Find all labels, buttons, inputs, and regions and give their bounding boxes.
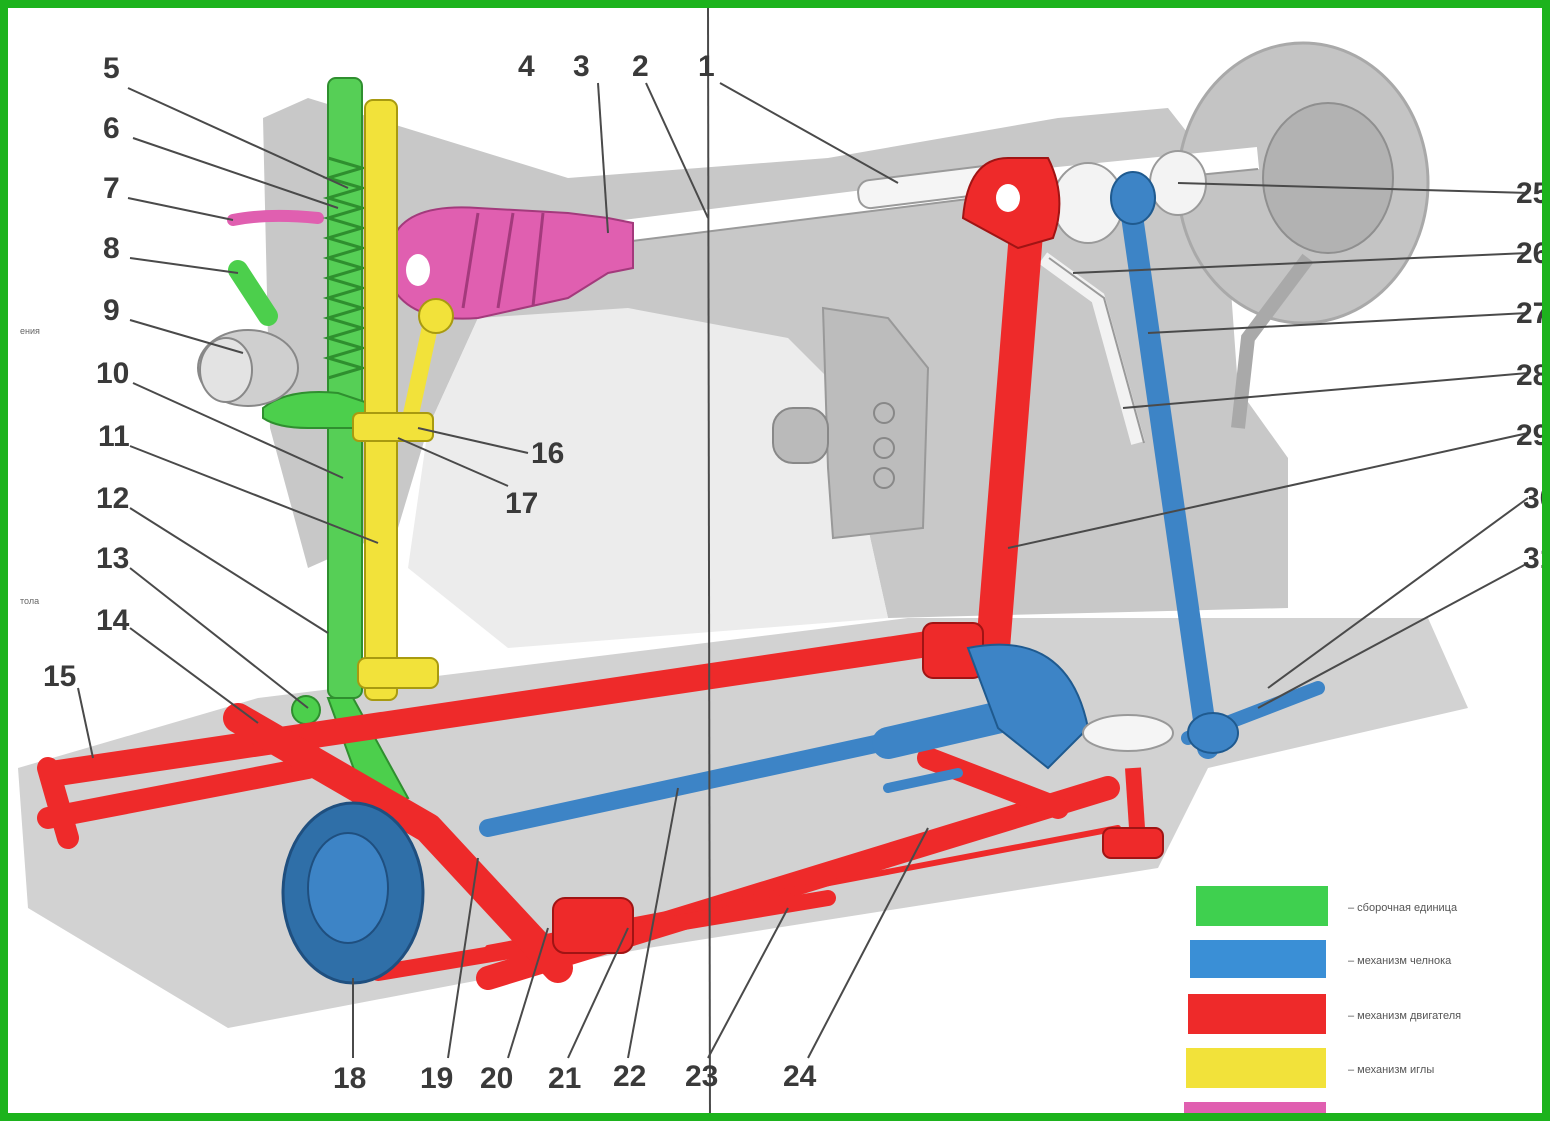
- part-number: 26: [1516, 237, 1549, 270]
- presser-spring: [322, 156, 368, 380]
- leader-lines: [77, 8, 1529, 1113]
- part-number: 14: [96, 604, 130, 637]
- part-number: 19: [420, 1062, 453, 1095]
- needle-bar: [364, 99, 398, 701]
- part-number: 6: [103, 112, 120, 145]
- plate-hole: [873, 437, 895, 459]
- part-number: 15: [43, 660, 76, 693]
- part-number: 13: [96, 542, 129, 575]
- cam-rib: [461, 212, 480, 309]
- color-legend: – сборочная единица – механизм челнока –…: [1184, 886, 1507, 1121]
- plate-hole: [873, 467, 895, 489]
- part-number: 31: [1523, 542, 1550, 575]
- legend-swatch: [1188, 994, 1326, 1034]
- part-number: 27: [1516, 297, 1549, 330]
- legend-swatch: [1184, 1102, 1326, 1113]
- cam-rib: [496, 212, 515, 309]
- part-number: 2: [632, 50, 649, 83]
- red-clamp-block: [552, 897, 634, 954]
- part-number: 21: [548, 1062, 581, 1095]
- bobbin-winder: [1082, 714, 1174, 752]
- part-number: 12: [96, 482, 129, 515]
- red-long-shaft-upper: [45, 625, 981, 786]
- blue-vertical-rod: [1117, 177, 1219, 759]
- part-number: 10: [96, 357, 129, 390]
- part-numbers: 1 2 3 4 5 6 7 8 9 10 11 12 13 14 15 16 1…: [43, 50, 1550, 1095]
- part-number: 4: [518, 50, 535, 83]
- part-number: 8: [103, 232, 120, 265]
- legend-label: – механизм двигателя: [1348, 1010, 1461, 1022]
- part-number: 30: [1523, 482, 1550, 515]
- legend-label: – механизм нитепритягивателя: [1348, 1111, 1507, 1121]
- legend-swatch: [1196, 886, 1328, 926]
- cam-hole: [406, 254, 430, 286]
- take-up-lever-7: [227, 209, 324, 226]
- handwheel-hub: [1262, 102, 1394, 254]
- red-fork-eye: [996, 184, 1020, 212]
- feed-lever-outline: [1048, 257, 1145, 444]
- needle-holder: [357, 657, 439, 689]
- needle-clamp: [352, 412, 434, 442]
- part-number: 1: [698, 50, 715, 83]
- cam-rib: [531, 212, 545, 307]
- part-number: 17: [505, 487, 538, 520]
- part-number: 16: [531, 437, 564, 470]
- part-number: 28: [1516, 359, 1549, 392]
- part-number: 5: [103, 52, 120, 85]
- arm-opening: [408, 308, 888, 648]
- legend-label: – механизм челнока: [1348, 955, 1452, 967]
- plate-hole: [873, 402, 895, 424]
- part-number: 20: [480, 1062, 513, 1095]
- tension-dial-face: [199, 337, 253, 403]
- edge-caption: тола: [20, 596, 39, 606]
- part-number: 3: [573, 50, 590, 83]
- part-number: 25: [1516, 177, 1549, 210]
- presser-screw: [291, 695, 321, 725]
- blue-small-rod: [883, 768, 963, 793]
- red-long-shaft-lower: [37, 757, 319, 829]
- legend-label: – механизм иглы: [1348, 1064, 1434, 1076]
- legend-swatch: [1190, 940, 1326, 978]
- shuttle-inner: [307, 832, 389, 944]
- red-bracket: [917, 747, 1069, 819]
- part-number: 29: [1516, 419, 1549, 452]
- blue-side-collar: [1187, 712, 1239, 754]
- legend-swatch: [1186, 1048, 1326, 1088]
- red-frame-left: [37, 757, 79, 849]
- part-number: 22: [613, 1060, 646, 1093]
- red-foot-base: [1102, 827, 1164, 859]
- red-crank-arm: [223, 703, 573, 983]
- needle-crank: [418, 298, 454, 334]
- part-number: 7: [103, 172, 120, 205]
- sewing-machine-diagram: 1 2 3 4 5 6 7 8 9 10 11 12 13 14 15 16 1…: [18, 8, 1550, 1121]
- part-number: 9: [103, 294, 120, 327]
- take-up-cam: [392, 206, 634, 320]
- plate-knob: [772, 407, 829, 464]
- legend-label: – сборочная единица: [1348, 902, 1458, 914]
- part-number: 11: [98, 420, 130, 453]
- presser-lift-lever-8: [228, 260, 278, 326]
- blue-top-eye: [1110, 171, 1156, 225]
- edge-caption: ения: [20, 326, 40, 336]
- side-plate: [821, 306, 930, 540]
- feed-lever: [1038, 252, 1145, 445]
- part-number: 18: [333, 1062, 366, 1095]
- part-number: 24: [783, 1060, 817, 1093]
- part-number: 23: [685, 1060, 718, 1093]
